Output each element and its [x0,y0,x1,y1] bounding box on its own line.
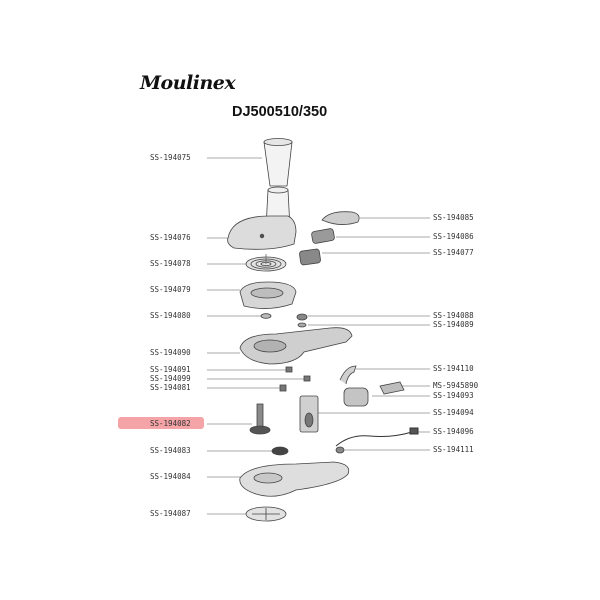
part-label-194080[interactable]: SS-194080 [150,311,191,320]
filter-part [311,228,335,244]
part-label-194084[interactable]: SS-194084 [150,472,191,481]
lid-with-chute-part [227,186,297,250]
part-label-194093[interactable]: SS-194093 [433,391,474,400]
part-label-194089[interactable]: SS-194089 [433,320,474,329]
part-label-194094[interactable]: SS-194094 [433,408,474,417]
seal-ring-part [260,313,272,319]
part-label-194099[interactable]: SS-194099 [150,374,191,383]
coupling-part [296,313,308,328]
pulp-lid-part [321,211,360,225]
part-label-194096[interactable]: SS-194096 [433,427,474,436]
model-number: DJ500510/350 [232,104,328,120]
switch-parts [279,366,311,392]
gear-wheel-part [271,446,289,456]
part-label-194077[interactable]: SS-194077 [433,248,474,257]
locking-arm-part [339,365,357,385]
part-label-194079[interactable]: SS-194079 [150,285,191,294]
part-label-194086[interactable]: SS-194086 [433,232,474,241]
cord-grommet-part [335,446,345,454]
part-label-194110[interactable]: SS-194110 [433,364,474,373]
part-label-194081[interactable]: SS-194081 [150,383,191,392]
filter-basket-part [239,281,297,309]
leader-lines [207,157,430,515]
support-bracket-part [379,381,405,395]
part-label-194087[interactable]: SS-194087 [150,509,191,518]
part-label-194082[interactable]: SS-194082 [150,419,191,428]
motor-part [343,387,369,407]
part-label-194083[interactable]: SS-194083 [150,446,191,455]
pulp-container-part [299,248,321,266]
selected-part-highlight [118,417,204,429]
food-pusher-part [263,138,293,187]
motor-base-part [239,461,350,497]
drive-shaft-gear-part [249,403,271,435]
brand-logo: Moulinex [140,72,236,94]
part-label-194078[interactable]: SS-194078 [150,259,191,268]
juice-bowl-part [239,327,353,365]
part-label-194091[interactable]: SS-194091 [150,365,191,374]
grater-disc-part [245,254,287,272]
part-label-5945890[interactable]: MS-5945890 [433,381,479,390]
part-label-194111[interactable]: SS-194111 [433,445,474,454]
base-disc-part [245,506,287,522]
part-label-194088[interactable]: SS-194088 [433,311,474,320]
part-label-194076[interactable]: SS-194076 [150,233,191,242]
part-label-194085[interactable]: SS-194085 [433,213,474,222]
motor-mount-part [299,395,319,433]
part-label-194090[interactable]: SS-194090 [150,348,191,357]
part-label-194075[interactable]: SS-194075 [150,153,191,162]
power-cord-part [335,427,419,447]
